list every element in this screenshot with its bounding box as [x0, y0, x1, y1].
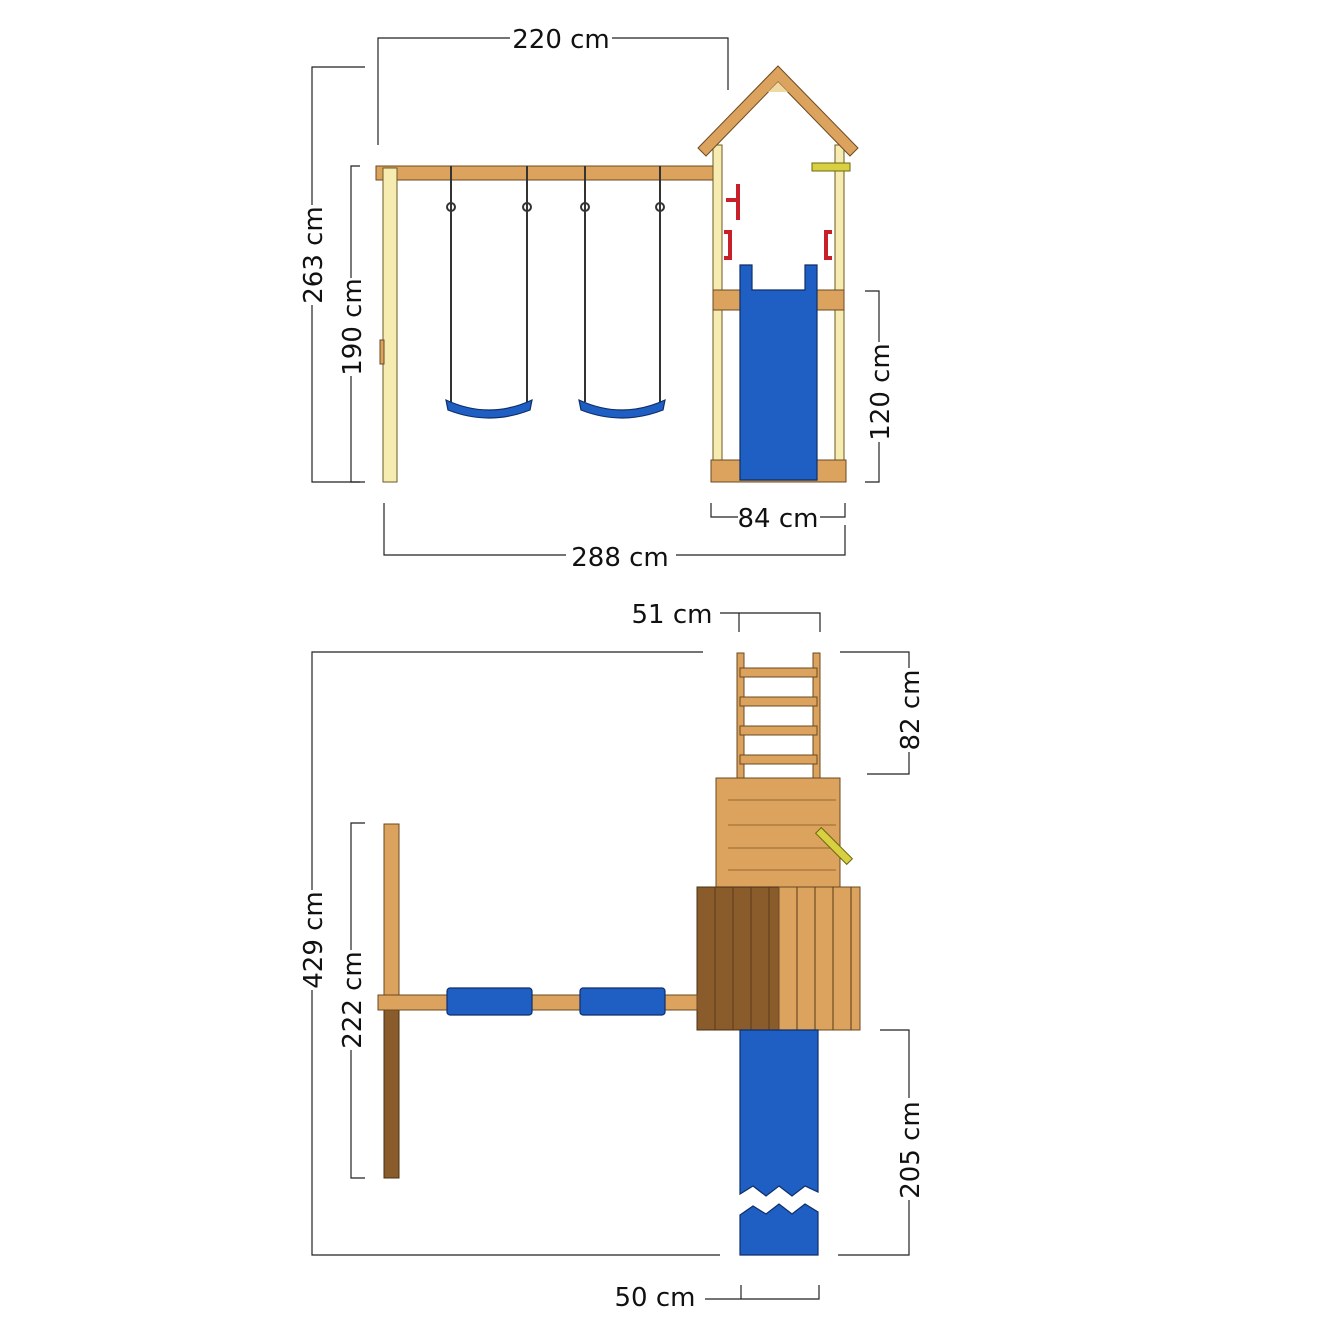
dimension-label: 263 cm	[299, 206, 329, 304]
dimension-label: 220 cm	[512, 25, 610, 55]
handle-right	[824, 230, 832, 260]
dim-288: 288 cm	[383, 503, 846, 573]
ladder-rung	[739, 667, 818, 678]
dimension-line	[311, 651, 720, 1256]
dimension-label: 50 cm	[615, 1283, 696, 1313]
dimension-line	[350, 822, 365, 1179]
swing-seat	[578, 398, 666, 419]
chain-ring	[580, 202, 590, 212]
tower-post-right	[834, 144, 845, 483]
dim-222: 222 cm	[338, 822, 368, 1179]
telescope-top	[814, 826, 854, 866]
slide-top	[739, 1029, 819, 1197]
tower-planks	[728, 799, 836, 871]
dimension-label: 205 cm	[896, 1101, 926, 1199]
top-view	[377, 652, 861, 1256]
dimension-line	[705, 1285, 820, 1300]
chain-ring	[655, 202, 665, 212]
dimension-label: 51 cm	[632, 600, 713, 630]
dimension-label: 84 cm	[738, 504, 819, 534]
swing-post-top-shade	[383, 1009, 400, 1179]
dimension-line	[710, 503, 846, 518]
swing-seat	[445, 398, 533, 419]
swing-post	[382, 167, 398, 483]
swing-seat-right	[579, 987, 666, 1016]
roof	[697, 65, 859, 157]
dim-220: 220 cm	[377, 25, 729, 145]
dim-84: 84 cm	[710, 503, 846, 534]
handle-left	[724, 230, 732, 260]
dim-82: 82 cm	[840, 651, 926, 775]
steering-wheel	[726, 184, 740, 220]
dim-51: 51 cm	[632, 600, 821, 632]
swing-frame	[375, 165, 717, 483]
swing-right	[578, 166, 666, 419]
dimension-label: 190 cm	[338, 278, 368, 376]
dimension-label: 429 cm	[299, 891, 329, 989]
dimension-label: 288 cm	[571, 543, 669, 573]
dimension-line	[840, 651, 910, 775]
swing-post-top	[383, 823, 400, 1011]
ladder-rung	[739, 725, 818, 736]
dim-263: 263 cm	[299, 66, 365, 483]
ladder	[736, 652, 821, 779]
dimension-label: 120 cm	[866, 343, 896, 441]
tower	[697, 65, 859, 483]
dimension-line	[377, 37, 729, 145]
ladder-rung	[739, 696, 818, 707]
dimension-line	[838, 1029, 910, 1256]
chain-ring	[522, 202, 532, 212]
slide-top-end	[739, 1203, 819, 1256]
dim-190: 190 cm	[338, 165, 368, 483]
deck-planks	[714, 887, 852, 1030]
dim-205: 205 cm	[838, 1029, 926, 1256]
ladder-rung	[739, 754, 818, 765]
dimension-label: 82 cm	[896, 670, 926, 751]
dim-429: 429 cm	[299, 651, 720, 1256]
chain-ring	[446, 202, 456, 212]
swing-left	[445, 166, 533, 419]
dim-120: 120 cm	[865, 290, 896, 483]
dimension-line	[350, 165, 360, 483]
slide-front	[739, 264, 818, 481]
roof-gable	[768, 82, 788, 92]
swing-seat-left	[446, 987, 533, 1016]
dimension-line	[383, 503, 846, 556]
dimension-line	[311, 66, 365, 483]
dimension-label: 222 cm	[338, 951, 368, 1049]
telescope	[811, 162, 851, 172]
dim-50: 50 cm	[615, 1283, 820, 1313]
dimension-line	[720, 612, 821, 632]
post-bracket	[379, 339, 385, 365]
front-view	[375, 65, 859, 483]
tower-post-left	[712, 144, 723, 483]
deck	[778, 886, 861, 1031]
swing-beam	[375, 165, 717, 181]
dimension-line	[865, 290, 880, 483]
deck-shade	[696, 886, 780, 1031]
